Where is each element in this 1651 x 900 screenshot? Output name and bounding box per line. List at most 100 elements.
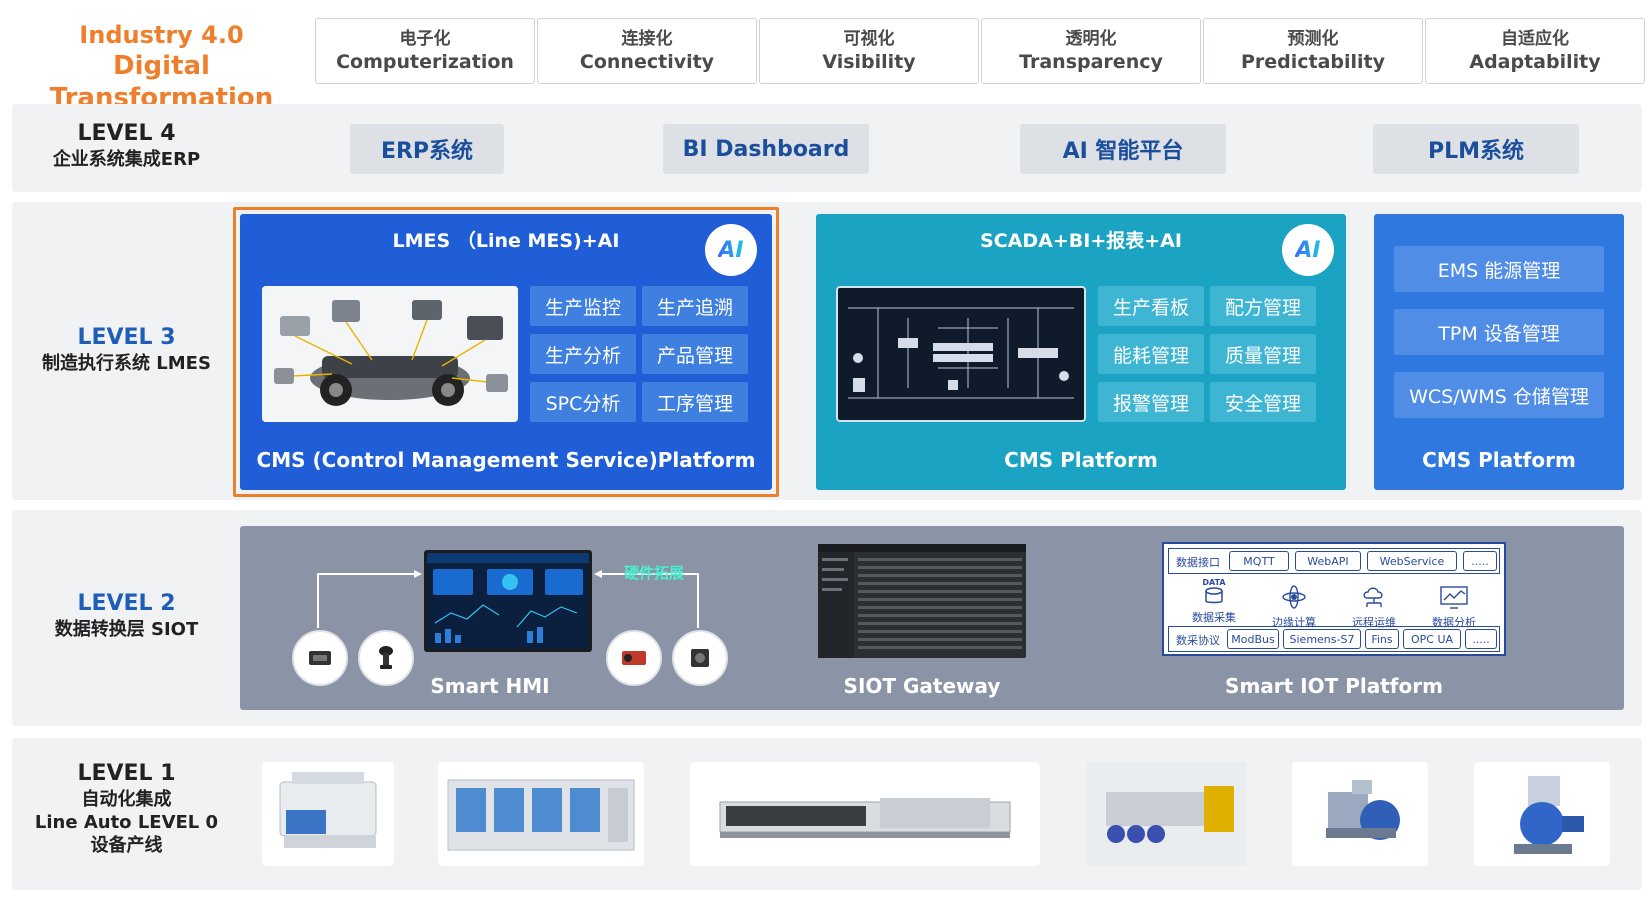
atom-icon	[1282, 585, 1306, 609]
pillar-predictability: 预测化 Predictability	[1203, 18, 1423, 84]
machine-production-line[interactable]	[438, 762, 644, 866]
icon-caption: 数据分析	[1432, 616, 1476, 629]
pillar-cn: 透明化	[1065, 29, 1117, 49]
pillar-transparency: 透明化 Transparency	[981, 18, 1201, 84]
bi-dashboard[interactable]: BI Dashboard	[663, 124, 869, 174]
arrow-right-connector	[594, 570, 699, 628]
level-subtitle: 设备产线	[90, 835, 163, 856]
chip-mqtt: MQTT	[1229, 551, 1289, 571]
lmes-highlight-frame	[233, 207, 779, 497]
level-subtitle: 自动化集成	[81, 789, 172, 810]
func-process-management[interactable]: 工序管理	[642, 382, 748, 422]
iot-remote-maintenance: 远程运维	[1346, 584, 1402, 630]
chip-opc-ua: OPC UA	[1403, 629, 1461, 649]
machine-printer[interactable]	[262, 762, 394, 866]
lmes-panel[interactable]: LMES （Line MES)+AI AI 生产监控 生产追溯 生产分析 产品管…	[240, 214, 772, 490]
func-alarm-management[interactable]: 报警管理	[1098, 382, 1204, 422]
ems-panel[interactable]: EMS 能源管理 TPM 设备管理 WCS/WMS 仓储管理 CMS Platf…	[1374, 214, 1624, 490]
level-number: LEVEL 4	[77, 121, 176, 146]
plm-system[interactable]: PLM系统	[1373, 124, 1579, 174]
machine-hammer-mill[interactable]	[1292, 762, 1428, 866]
chip-siemens-s7: Siemens-S7	[1283, 629, 1361, 649]
pillar-en: Adaptability	[1469, 51, 1601, 73]
func-spc-analysis[interactable]: SPC分析	[530, 382, 636, 422]
cloud-network-icon	[1363, 587, 1383, 607]
pillar-connectivity: 连接化 Connectivity	[537, 18, 757, 84]
hardware-extension-label: 硬件拓展	[624, 564, 685, 582]
industrial-camera-red-icon	[606, 630, 662, 686]
chip-more: .....	[1465, 629, 1497, 649]
ems-energy-management[interactable]: EMS 能源管理	[1394, 246, 1604, 292]
pillar-en: Predictability	[1240, 51, 1386, 73]
pillar-cn: 连接化	[621, 29, 673, 49]
siot-gateway-screen[interactable]	[818, 544, 1026, 658]
level-subtitle: 数据转换层 SIOT	[54, 619, 199, 640]
func-energy-management[interactable]: 能耗管理	[1098, 334, 1204, 374]
chip-webservice: WebService	[1367, 551, 1457, 571]
lmes-title: LMES （Line MES)+AI	[392, 230, 620, 252]
iot-platform-card[interactable]: 数据接口 MQTT WebAPI WebService ..... DATA 数…	[1162, 542, 1506, 656]
scada-panel[interactable]: SCADA+BI+报表+AI AI 生产看板 配方管理 能耗管理 质量管理 报警…	[816, 214, 1346, 490]
pillar-computerization: 电子化 Computerization	[315, 18, 535, 84]
pillar-cn: 自适应化	[1501, 29, 1569, 49]
pillar-cn: 电子化	[399, 29, 451, 49]
ems-footer: CMS Platform	[1422, 448, 1576, 472]
database-icon	[1205, 587, 1223, 604]
vehicle-chassis-image	[262, 286, 518, 422]
pillar-en: Visibility	[822, 51, 916, 73]
siot-panel: 硬件拓展 Smart HMI SIOT Gateway 数据接口 M	[240, 526, 1624, 710]
industrial-camera-icon	[672, 630, 728, 686]
tpm-equipment-management[interactable]: TPM 设备管理	[1394, 309, 1604, 355]
machine-pellet-mill[interactable]	[1474, 762, 1610, 866]
chip-more: .....	[1463, 551, 1497, 571]
ai-icon: AI	[705, 224, 757, 276]
iot-protocol-row: 数采协议 ModBus Siemens-S7 Fins OPC UA .....	[1168, 626, 1500, 652]
iot-edge-computing: 边缘计算	[1266, 584, 1322, 630]
wcs-wms-warehouse-management[interactable]: WCS/WMS 仓储管理	[1394, 372, 1604, 418]
iot-interface-row: 数据接口 MQTT WebAPI WebService .....	[1168, 548, 1500, 574]
iot-data-analysis: 数据分析	[1426, 584, 1482, 630]
func-production-analysis[interactable]: 生产分析	[530, 334, 636, 374]
chip-webapi: WebAPI	[1295, 551, 1361, 571]
scada-diagram-image	[836, 286, 1086, 422]
pillar-adaptability: 自适应化 Adaptability	[1425, 18, 1645, 84]
chip-fins: Fins	[1365, 629, 1399, 649]
siot-gateway-label: SIOT Gateway	[843, 674, 1001, 698]
icon-caption: 边缘计算	[1272, 616, 1316, 629]
func-production-board[interactable]: 生产看板	[1098, 286, 1204, 326]
func-production-monitoring[interactable]: 生产监控	[530, 286, 636, 326]
smart-hmi-label: Smart HMI	[430, 674, 550, 698]
arrow-left-connector	[317, 570, 422, 628]
erp-system[interactable]: ERP系统	[350, 124, 504, 174]
pillar-en: Computerization	[336, 51, 514, 73]
title-line-1: Industry 4.0	[79, 21, 244, 49]
pillar-cn: 预测化	[1287, 29, 1339, 49]
machine-extruder[interactable]	[1086, 762, 1246, 866]
func-safety-management[interactable]: 安全管理	[1210, 382, 1316, 422]
page-title: Industry 4.0 Digital Transformation	[14, 20, 309, 113]
iot-row-label: 数采协议	[1176, 634, 1220, 647]
scanner-device-icon	[292, 630, 348, 686]
icon-caption: 远程运维	[1352, 616, 1396, 629]
func-recipe-management[interactable]: 配方管理	[1210, 286, 1316, 326]
data-tag: DATA	[1202, 578, 1226, 587]
iot-data-collection: DATA 数据采集	[1186, 578, 1242, 625]
func-production-traceability[interactable]: 生产追溯	[642, 286, 748, 326]
ai-icon: AI	[1282, 224, 1334, 276]
hmi-screen[interactable]	[424, 550, 592, 652]
icon-caption: 数据采集	[1192, 611, 1236, 624]
level-subtitle: 企业系统集成ERP	[52, 149, 201, 170]
level1-label: LEVEL 1 自动化集成 Line Auto LEVEL 0 设备产线	[14, 760, 239, 857]
smart-iot-platform-label: Smart IOT Platform	[1225, 674, 1443, 698]
func-product-management[interactable]: 产品管理	[642, 334, 748, 374]
func-quality-management[interactable]: 质量管理	[1210, 334, 1316, 374]
level-number: LEVEL 1	[77, 761, 176, 786]
machine-edge-bander[interactable]	[690, 762, 1040, 866]
level-subtitle: Line Auto LEVEL 0	[34, 812, 219, 833]
ai-platform[interactable]: AI 智能平台	[1020, 124, 1226, 174]
pillar-en: Connectivity	[579, 51, 715, 73]
barcode-gun-icon	[358, 630, 414, 686]
level-number: LEVEL 3	[77, 325, 176, 350]
pillar-en: Transparency	[1019, 51, 1163, 73]
level-number: LEVEL 2	[77, 591, 176, 616]
